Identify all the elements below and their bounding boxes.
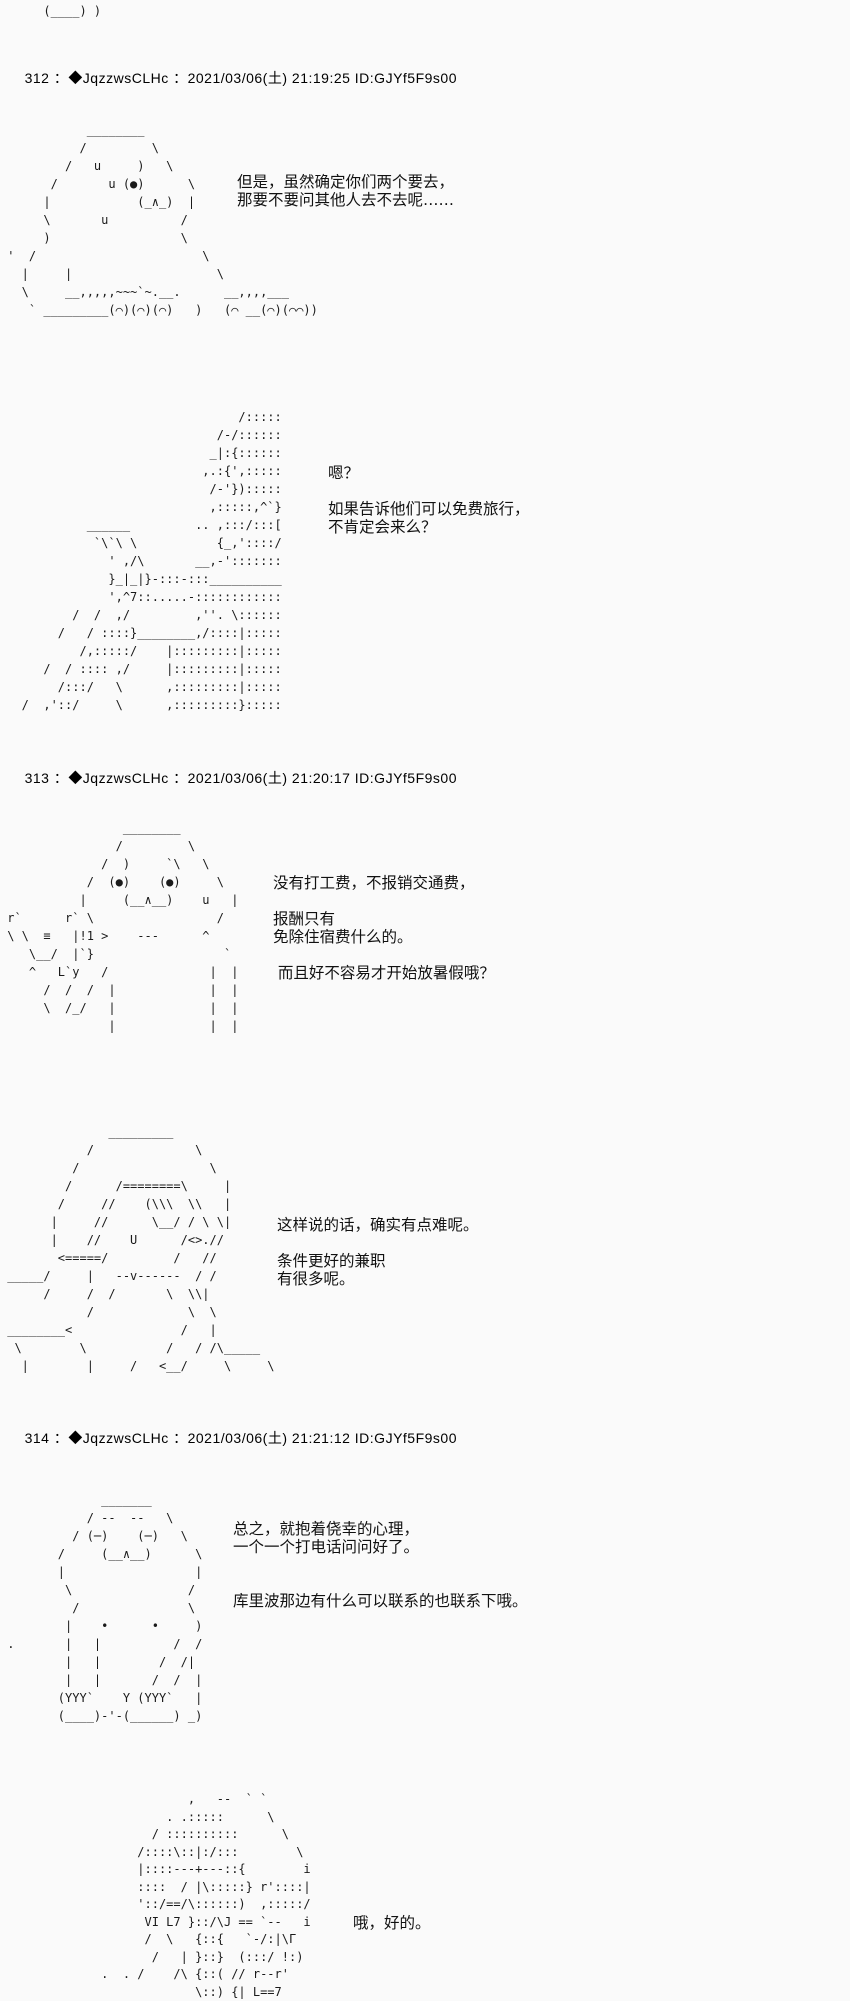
- separator: ：: [53, 770, 69, 786]
- dialogue-text: 这样说的话，确实有点难呢。 条件更好的兼职 有很多呢。: [277, 1216, 479, 1288]
- ascii-art-fragment: (____) ): [0, 4, 102, 18]
- post-date: 2021/03/06(土): [187, 770, 288, 786]
- ascii-art: ________ / \ / ) `\ \ / (●) (●) \ | (__∧…: [7, 821, 239, 1033]
- dialogue-text: 总之，就抱着侥幸的心理， 一个一个打电话问问好了。 库里波那边有什么可以联系的也…: [233, 1520, 528, 1610]
- poster-name: ◆JqzzwsCLHc: [68, 70, 169, 86]
- poster-id: ID:GJYf5F9s00: [354, 70, 457, 86]
- poster-name: ◆JqzzwsCLHc: [68, 770, 169, 786]
- poster-name: ◆JqzzwsCLHc: [68, 1430, 169, 1446]
- post-number: 313: [24, 770, 50, 786]
- post-number: 314: [24, 1430, 50, 1446]
- post-number: 312: [24, 70, 50, 86]
- post-time: 21:21:12: [291, 1430, 351, 1446]
- post-time: 21:20:17: [291, 770, 351, 786]
- post-header: 313 ：◆JqzzwsCLHc ：2021/03/06(土) 21:20:17…: [7, 751, 457, 805]
- separator: ：: [173, 1430, 188, 1446]
- ascii-art: , -- ` ` . .::::: \ / :::::::::: \ /::::…: [101, 1792, 311, 1999]
- post-header: 312 ：◆JqzzwsCLHc ：2021/03/06(土) 21:19:25…: [7, 51, 457, 105]
- dialogue-text: 没有打工费，不报销交通费， 报酬只有 免除住宿费什么的。 而且好不容易才开始放暑…: [273, 874, 495, 982]
- dialogue-text: 但是，虽然确定你们两个要去， 那要不要问其他人去不去呢……: [237, 173, 455, 209]
- poster-id: ID:GJYf5F9s00: [354, 1430, 457, 1446]
- ascii-art: _________ / \ / \ / /========\ | / // (\…: [7, 1125, 275, 1373]
- post-time: 21:19:25: [291, 70, 351, 86]
- separator: ：: [53, 70, 69, 86]
- post-date: 2021/03/06(土): [187, 70, 288, 86]
- dialogue-text: 哦，好的。: [353, 1914, 431, 1932]
- ascii-art: ________ / \ / u ) \ / u (●) \ | (_∧_) |…: [7, 123, 318, 317]
- post-date: 2021/03/06(土): [187, 1430, 288, 1446]
- ascii-art: /::::: /-/:::::: _|:{:::::: ,.:{',::::: …: [21, 410, 282, 712]
- separator: ：: [53, 1430, 69, 1446]
- dialogue-text: 嗯？ 如果告诉他们可以免费旅行， 不肯定会来么？: [328, 464, 530, 536]
- separator: ：: [173, 70, 188, 86]
- post-header: 314 ：◆JqzzwsCLHc ：2021/03/06(土) 21:21:12…: [7, 1411, 457, 1465]
- separator: ：: [173, 770, 188, 786]
- ascii-art: _______ / -- -- \ / (─) (─) \ / (__∧__) …: [7, 1493, 203, 1723]
- poster-id: ID:GJYf5F9s00: [354, 770, 457, 786]
